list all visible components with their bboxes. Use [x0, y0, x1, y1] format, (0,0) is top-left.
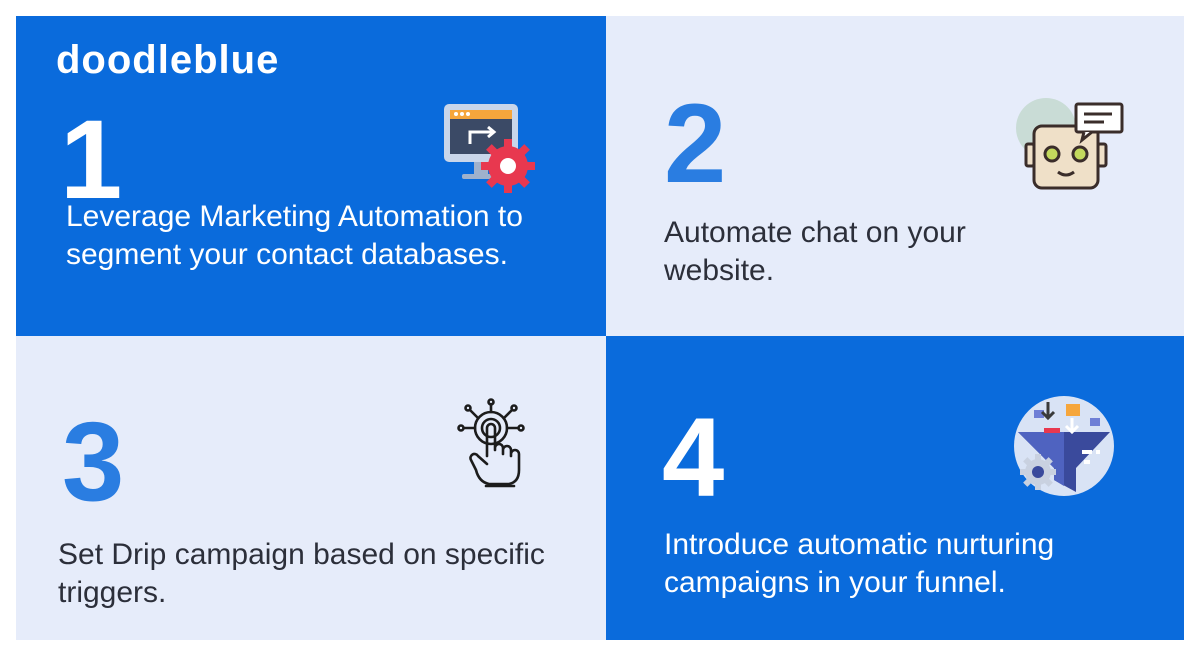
card-2: 2 Automate chat on your website. — [606, 16, 1184, 336]
card-description: Leverage Marketing Automation to segment… — [66, 200, 523, 271]
touch-trigger-icon — [457, 398, 525, 488]
card-description: Introduce automatic nurturing campaigns … — [664, 528, 1055, 599]
card-description: Automate chat on your website. — [664, 216, 966, 287]
card-number: 2 — [664, 81, 727, 206]
card-1: doodleblue 1 Leverage Marketing — [16, 16, 606, 336]
automation-monitor-gear-icon — [444, 104, 535, 193]
chatbot-icon — [1016, 98, 1124, 190]
nurture-funnel-icon — [1014, 396, 1114, 496]
card-number: 1 — [60, 97, 123, 222]
card-number: 3 — [62, 399, 125, 524]
brand-logo: doodleblue — [56, 38, 280, 82]
card-3: 3 Set Drip campaign based on specific tr… — [16, 336, 606, 640]
card-number: 4 — [662, 395, 725, 520]
card-description: Set Drip campaign based on specific trig… — [58, 538, 545, 609]
card-4: 4 Introd — [606, 336, 1184, 640]
infographic-grid: doodleblue 1 Leverage Marketing — [16, 16, 1184, 640]
